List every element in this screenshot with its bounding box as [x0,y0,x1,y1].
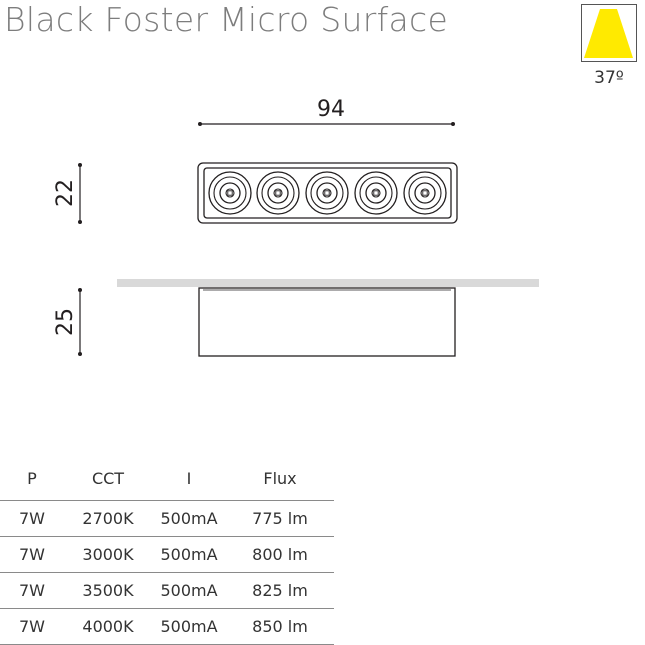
side-height-dimension: 25 [53,288,82,356]
cell-cct: 3000K [64,536,152,573]
header-power: P [0,456,64,501]
table-row: 7W 3500K 500mA 825 lm [0,572,334,609]
table-row: 7W 4000K 500mA 850 lm [0,608,334,645]
led-lens-icon [256,171,300,215]
beam-angle-label: 37º [594,68,624,88]
cell-power: 7W [0,608,64,645]
led-lens-icon [305,171,349,215]
cell-current: 500mA [152,536,226,573]
ceiling-line [117,279,539,287]
front-view [197,162,458,224]
specs-header-row: P CCT I Flux [0,456,334,501]
cell-flux: 775 lm [226,500,334,537]
front-height-label: 22 [53,179,78,207]
cell-power: 7W [0,500,64,537]
side-view [198,287,456,357]
cell-cct: 3500K [64,572,152,609]
cell-current: 500mA [152,500,226,537]
led-lens-icon [403,171,447,215]
header-current: I [152,456,226,501]
side-height-label: 25 [53,308,78,336]
cell-cct: 4000K [64,608,152,645]
cell-cct: 2700K [64,500,152,537]
product-title: Black Foster Micro Surface [4,0,449,39]
header-flux: Flux [226,456,334,501]
cell-power: 7W [0,536,64,573]
width-label: 94 [317,97,345,122]
cell-flux: 825 lm [226,572,334,609]
beam-cone-icon [584,9,633,58]
led-lens-icon [208,171,252,215]
width-dimension: 94 [198,97,455,126]
table-row: 7W 3000K 500mA 800 lm [0,536,334,573]
cell-flux: 850 lm [226,608,334,645]
specs-table: P CCT I Flux 7W 2700K 500mA 775 lm 7W 30… [0,456,334,645]
beam-angle-icon [581,4,637,62]
cell-flux: 800 lm [226,536,334,573]
table-row: 7W 2700K 500mA 775 lm [0,500,334,537]
header-cct: CCT [64,456,152,501]
cell-current: 500mA [152,572,226,609]
cell-power: 7W [0,572,64,609]
led-lens-icon [354,171,398,215]
front-height-dimension: 22 [53,163,82,224]
cell-current: 500mA [152,608,226,645]
